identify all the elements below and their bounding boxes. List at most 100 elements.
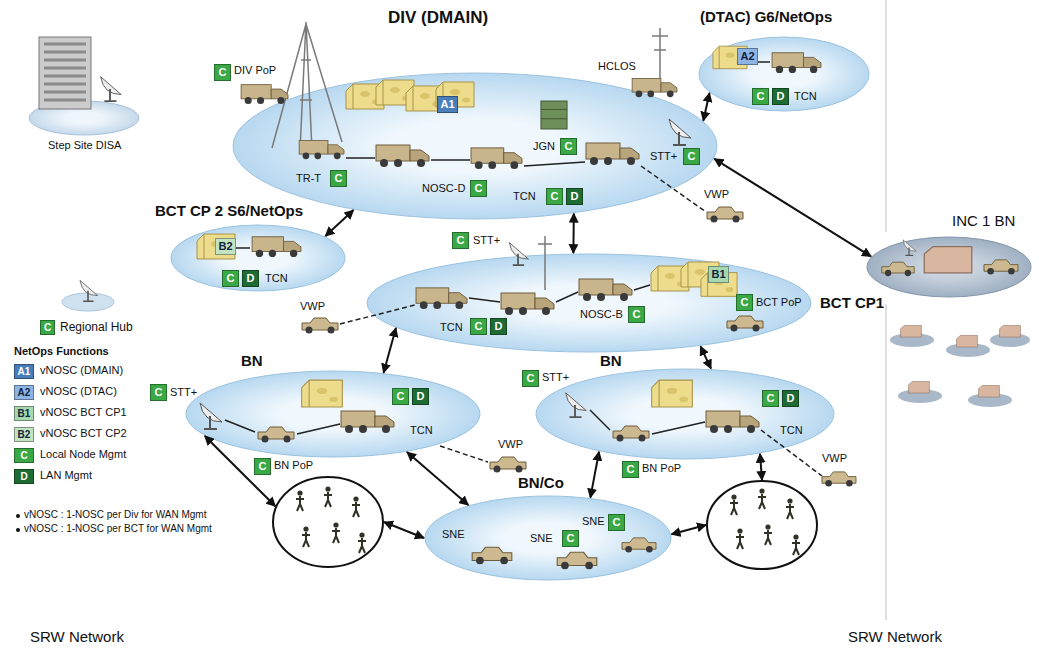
truck-icon (241, 85, 288, 104)
link-arrow (572, 214, 574, 254)
region-outline (866, 236, 1032, 298)
legend-letter: D (18, 472, 29, 482)
truck-icon (706, 411, 759, 433)
node-region: BNCD (185, 370, 481, 458)
status-badge: C (752, 88, 769, 105)
status-badge: C (392, 388, 409, 405)
region-ellipse (536, 369, 834, 459)
callout-label: NOSC-B (580, 308, 623, 321)
humvee-icon (557, 552, 597, 569)
callout-label: TR-T (296, 172, 321, 185)
tent-icon (1000, 326, 1021, 338)
link-arrow (325, 210, 353, 236)
callout-label: STT+ (170, 386, 197, 399)
region-heading: DIV (DMAIN) (388, 8, 488, 28)
status-badge: C (562, 530, 579, 547)
truck-icon (416, 288, 467, 309)
dish-icon (566, 393, 587, 417)
humvee-icon (302, 318, 338, 334)
region-ellipse (425, 496, 671, 580)
legend-swatch: C (14, 448, 34, 463)
callout-label: SNE (442, 528, 465, 541)
legend-letter: C (42, 323, 53, 333)
status-badge: C (470, 318, 487, 335)
dish-icon (80, 280, 98, 301)
tent-icon (909, 382, 930, 394)
soldier-icon (786, 498, 794, 519)
link-arrow (703, 93, 709, 121)
soldier-icon (352, 496, 360, 517)
badge-letter: C (527, 373, 535, 384)
radio-link-dashed (340, 166, 822, 476)
status-badge: C (762, 390, 779, 407)
node-region: INC 1 BN (866, 236, 1032, 298)
region-heading: INC 1 BN (952, 212, 1015, 230)
status-badge: C (214, 64, 231, 81)
status-badge: B2 (215, 238, 236, 255)
callout-label: JGN (533, 140, 555, 153)
soldier-icon (730, 494, 738, 515)
link-arrow (760, 454, 762, 480)
callout-label: BN PoP (274, 459, 313, 472)
legend-text: vNOSC BCT CP1 (40, 406, 127, 419)
node-region: (DTAC) G6/NetOpsA2CD (698, 36, 870, 112)
truck-icon (376, 145, 429, 167)
status-badge: C (522, 370, 539, 387)
truck-icon (252, 237, 301, 257)
badge-letter: C (155, 387, 163, 398)
legend-swatch: D (14, 469, 34, 484)
legend-text: vNOSC BCT CP2 (40, 427, 127, 440)
region-outline (232, 72, 718, 220)
soldier-icon (296, 490, 304, 511)
humvee-icon (882, 262, 914, 276)
tent-icon (924, 247, 972, 273)
node-region: BCT CP 2 S6/NetOpsB2CD (170, 224, 346, 292)
region-ellipse (171, 225, 345, 291)
legend-letter: A2 (16, 388, 33, 398)
badge-letter: C (457, 235, 465, 246)
badge-letter: C (475, 183, 483, 194)
status-badge: C (736, 294, 753, 311)
status-badge: C (470, 180, 487, 197)
tent-icon (979, 386, 1000, 398)
badge-letter: C (688, 151, 696, 162)
callout-label: DIV PoP (234, 64, 276, 77)
legend-text: vNOSC (DTAC) (40, 385, 117, 398)
legend-swatch: A1 (14, 364, 34, 379)
region-heading: BN (241, 352, 263, 370)
region-ellipse (233, 73, 717, 219)
humvee-icon (984, 260, 1018, 275)
badge-letter: D (787, 393, 795, 404)
soldier-icon (324, 486, 332, 507)
badge-letter: C (633, 309, 641, 320)
node-region: DIV (DMAIN)A1CCCCCD (232, 72, 718, 220)
link-arrow (701, 346, 712, 368)
node-region: BCT CP1B1CDCC (366, 253, 812, 353)
callout-label: SNE (582, 515, 605, 528)
status-badge: C (546, 188, 563, 205)
status-badge: C (452, 232, 469, 249)
soldier-icon (302, 526, 310, 547)
badge-letter: C (567, 533, 575, 544)
region-ellipse (273, 477, 383, 567)
tent-icon (302, 380, 343, 407)
humvee-icon (727, 316, 763, 332)
region-ellipse (867, 237, 1031, 297)
badge-letter: D (417, 391, 425, 402)
status-badge: D (412, 388, 429, 405)
legend-swatch: A2 (14, 385, 34, 400)
bullet-dot (16, 514, 20, 518)
boundary-line (885, 0, 887, 620)
badge-letter: C (219, 67, 227, 78)
badge-letter: A1 (440, 99, 454, 110)
truck-icon (632, 79, 677, 98)
region-heading: BCT CP 2 S6/NetOps (155, 202, 303, 220)
region-ellipse (699, 37, 869, 111)
callout-label: VWP (498, 438, 523, 451)
region-heading: BN/Co (518, 474, 564, 492)
status-badge: A2 (737, 48, 758, 65)
badge-letter: D (571, 191, 579, 202)
status-badge: C (608, 514, 625, 531)
